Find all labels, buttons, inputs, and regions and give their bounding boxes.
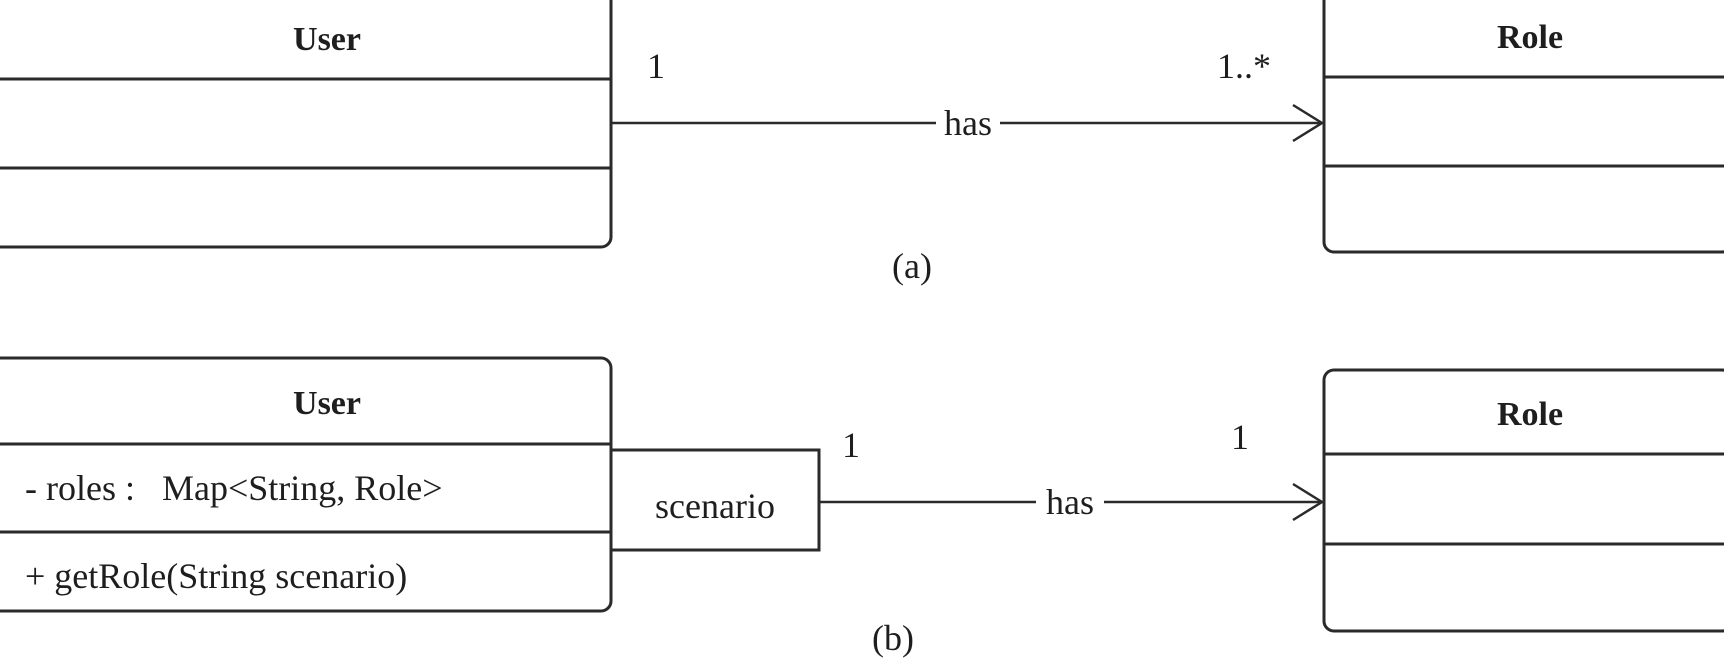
association-a-label: has (944, 103, 992, 143)
diagram-a: User Role has 1 1..* (a) (0, 0, 1724, 286)
user-class-a-name: User (293, 21, 361, 58)
role-class-b: Role (1322, 368, 1724, 633)
role-class-a-name: Role (1497, 19, 1563, 56)
role-class-a-box (1322, 0, 1724, 254)
user-class-b-operation-getrole: + getRole(String scenario) (25, 556, 407, 596)
user-class-b-name: User (293, 385, 361, 422)
association-a-source-multiplicity: 1 (647, 46, 665, 86)
user-class-a-box (0, 0, 613, 249)
role-class-b-box (1322, 368, 1724, 633)
role-class-a: Role (1322, 0, 1724, 254)
association-a-arrowhead (1292, 103, 1325, 143)
qualifier-box (609, 448, 821, 552)
qualifier: scenario (609, 448, 821, 552)
association-a-target-multiplicity: 1..* (1217, 46, 1271, 86)
association-b-arrowhead (1292, 482, 1325, 522)
user-class-b-attribute-roles: - roles : Map<String, Role> (25, 468, 443, 508)
association-b-source-multiplicity: 1 (842, 425, 860, 465)
user-class-a: User (0, 0, 613, 249)
role-class-b-name: Role (1497, 396, 1563, 433)
diagram-b: User - roles : Map<String, Role> + getRo… (0, 356, 1724, 658)
association-b-label: has (1046, 482, 1094, 522)
association-a: has 1 1..* (611, 46, 1325, 143)
qualifier-label: scenario (655, 486, 775, 526)
user-class-b: User - roles : Map<String, Role> + getRo… (0, 356, 613, 613)
association-b: has 1 1 (819, 417, 1325, 522)
association-b-target-multiplicity: 1 (1231, 417, 1249, 457)
caption-a: (a) (892, 246, 932, 286)
caption-b: (b) (872, 618, 914, 658)
